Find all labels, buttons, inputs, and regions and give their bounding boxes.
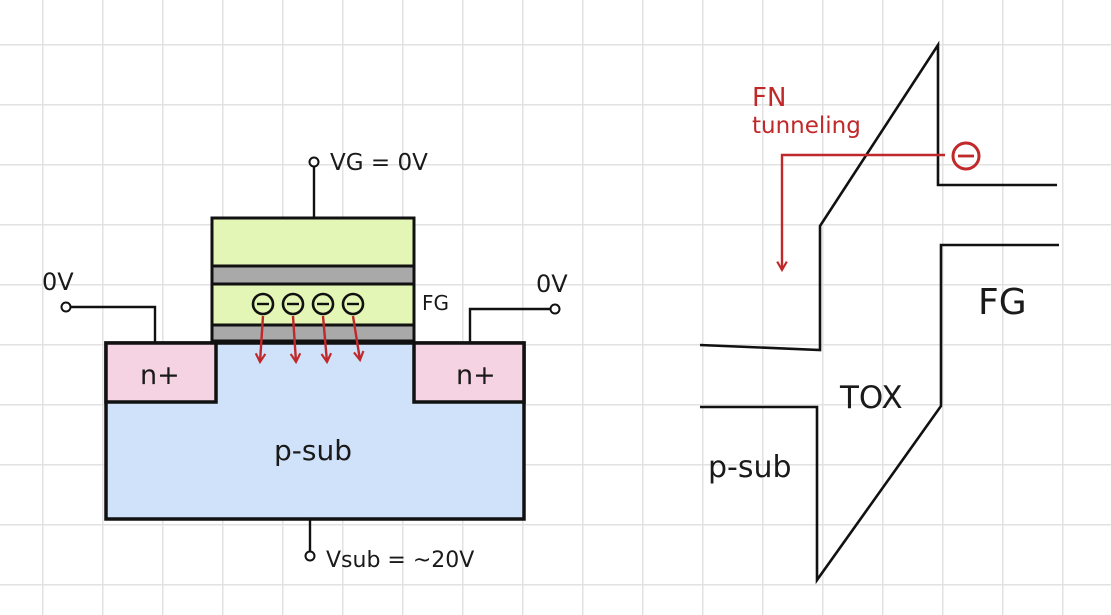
transistor-cross-section: VG = 0V 0V 0V Vsub = ~20V FG n+ n+ p-sub — [42, 150, 568, 573]
drain-terminal: 0V — [468, 270, 568, 343]
conduction-band-edge — [699, 40, 1057, 352]
substrate-label: p-sub — [274, 434, 352, 467]
tunneling-arrow — [320, 315, 333, 365]
tunneling-arrow — [351, 315, 365, 363]
substrate-terminal-node — [304, 550, 316, 562]
gate-terminal: VG = 0V — [308, 150, 428, 218]
source-n-plus-region — [104, 341, 218, 404]
source-voltage-label: 0V — [42, 268, 74, 296]
source-region-label: n+ — [140, 360, 180, 391]
control-gate — [210, 216, 416, 268]
band-edges — [699, 40, 1059, 585]
fn-tunneling-path-arrow — [776, 153, 945, 273]
tunnel-oxide — [210, 323, 416, 343]
electron — [251, 292, 275, 316]
drain-terminal-node — [549, 303, 561, 315]
band-electron — [951, 141, 981, 171]
floating-gate-label: FG — [422, 291, 449, 315]
tunneling-arrows — [254, 315, 365, 365]
substrate-terminal: Vsub = ~20V — [304, 519, 474, 573]
tunneling-arrow — [254, 315, 267, 365]
band-floating-gate-label: FG — [978, 282, 1027, 323]
oxide-label: TOX — [839, 380, 903, 416]
electron — [341, 292, 365, 316]
substrate-voltage-label: Vsub = ~20V — [326, 548, 474, 573]
energy-band-diagram: FN tunneling TOX FG p-sub — [699, 40, 1059, 585]
inter-poly-oxide — [210, 264, 416, 286]
gate-terminal-node — [308, 156, 320, 168]
source-terminal-node — [60, 301, 72, 313]
fn-label: FN — [752, 83, 786, 113]
electron — [311, 292, 335, 316]
floating-gate-electrons — [251, 292, 365, 316]
drain-voltage-label: 0V — [536, 270, 568, 298]
source-terminal: 0V — [42, 268, 157, 343]
tunneling-arrow — [289, 315, 302, 365]
electron — [281, 292, 305, 316]
gate-voltage-label: VG = 0V — [330, 150, 428, 176]
valence-band-edge — [700, 243, 1059, 585]
drain-region-label: n+ — [456, 360, 496, 391]
band-substrate-label: p-sub — [708, 450, 792, 485]
tunneling-label: tunneling — [752, 113, 861, 139]
gate-stack — [210, 216, 416, 343]
